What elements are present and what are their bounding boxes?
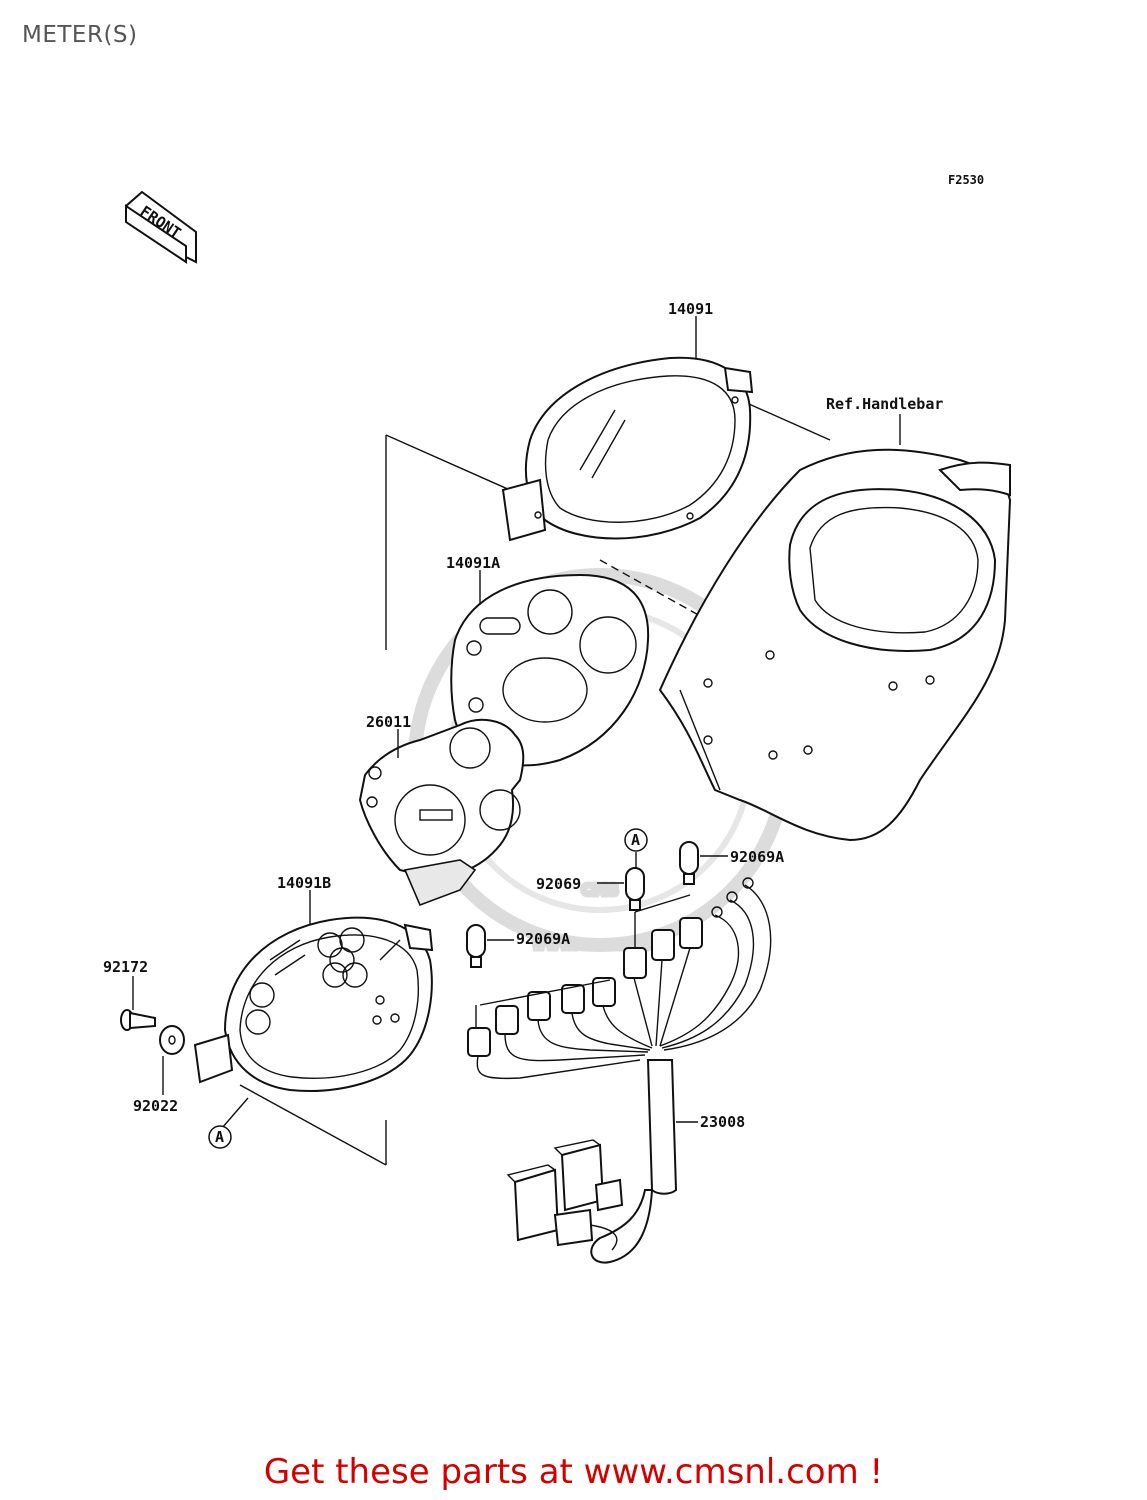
watermark-brand: CMS <box>582 881 619 899</box>
screw-part <box>120 1009 156 1031</box>
part-label-92069: 92069 <box>536 875 581 893</box>
part-label-92022: 92022 <box>133 1097 178 1115</box>
washer-part <box>159 1025 185 1055</box>
bulb-92069-part <box>625 867 645 911</box>
part-label-ref-handlebar: Ref.Handlebar <box>826 395 943 413</box>
meter-assembly-part <box>358 718 525 907</box>
part-label-92069A-lower: 92069A <box>516 930 570 948</box>
part-label-92069A-upper: 92069A <box>730 848 784 866</box>
part-label-23008: 23008 <box>700 1113 745 1131</box>
page-title: METER(S) <box>22 22 138 48</box>
part-label-14091B: 14091B <box>277 874 331 892</box>
part-label-92172: 92172 <box>103 958 148 976</box>
svg-text:A: A <box>631 831 640 849</box>
wiring-harness-part <box>467 877 772 1264</box>
handlebar-cover-part <box>658 448 1012 842</box>
figure-code: F2530 <box>948 173 984 187</box>
front-arrow-icon: FRONT <box>124 190 197 264</box>
promo-banner[interactable]: Get these parts at www.cmsnl.com ! <box>263 1452 884 1492</box>
part-label-14091: 14091 <box>668 300 713 318</box>
callout-a-upper: A <box>624 828 648 852</box>
part-label-26011: 26011 <box>366 713 411 731</box>
lower-meter-case-part <box>193 916 434 1092</box>
bulb-92069a-lower-part <box>466 924 486 968</box>
upper-meter-case-part <box>501 356 754 542</box>
part-label-14091A: 14091A <box>446 554 500 572</box>
bulb-92069a-upper-part <box>679 841 699 885</box>
callout-a-lower: A <box>208 1125 232 1149</box>
meter-bezel-part <box>450 573 650 767</box>
svg-text:A: A <box>215 1128 224 1146</box>
